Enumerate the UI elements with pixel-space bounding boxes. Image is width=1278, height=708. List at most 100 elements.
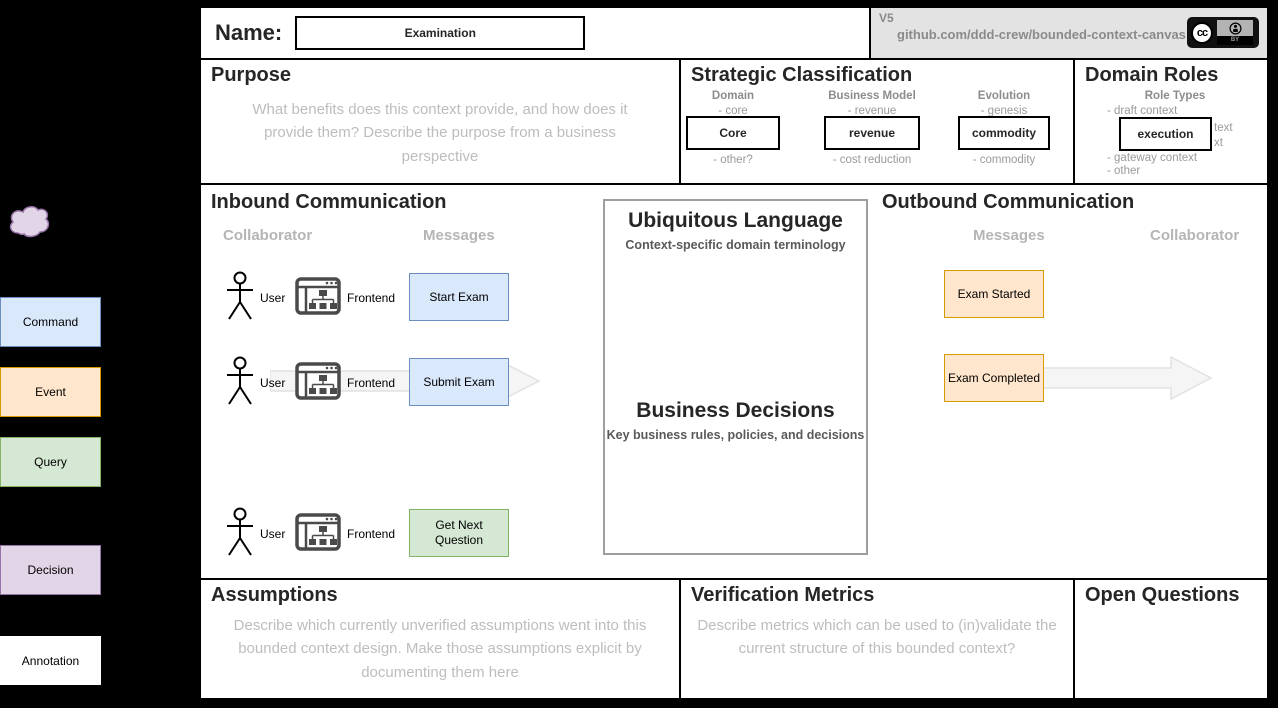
role-option-gateway-context: - gateway context	[1107, 152, 1198, 164]
repo-url-text: github.com/ddd-crew/bounded-context-canv…	[897, 27, 1186, 42]
context-name-field[interactable]: Examination	[295, 16, 586, 50]
domain-value-box[interactable]: Core	[686, 116, 780, 150]
bottom-row: Assumptions Describe which currently unv…	[201, 578, 1267, 698]
purpose-section: Purpose What benefits does this context …	[201, 60, 679, 183]
role-types-label: Role Types	[1144, 90, 1206, 102]
cc-by-block: BY	[1217, 20, 1253, 45]
legend-event-label: Event	[35, 385, 66, 399]
business-model-column-label: Business Model	[828, 90, 916, 102]
legend-command-swatch[interactable]: Command	[0, 297, 101, 347]
open-questions-section: Open Questions	[1073, 580, 1267, 698]
purpose-placeholder: What benefits does this context provide,…	[252, 101, 628, 165]
legend-decision-swatch[interactable]: Decision	[0, 545, 101, 595]
outbound-title: Outbound Communication	[882, 191, 1135, 213]
person-icon[interactable]	[225, 356, 255, 408]
legend-event-swatch[interactable]: Event	[0, 367, 101, 417]
canvas-header-row: Name: Examination V5 github.com/ddd-crew…	[201, 8, 1267, 58]
name-cell: Name: Examination	[201, 8, 869, 58]
communication-row: Inbound Communication Collaborator Messa…	[201, 183, 1267, 578]
role-option-fragment-2: xt	[1214, 137, 1223, 149]
evolution-column-label: Evolution	[977, 90, 1031, 102]
ubiquitous-language-subtitle: Context-specific domain terminology	[625, 238, 846, 252]
cc-by-label: BY	[1217, 36, 1253, 45]
cloud-shape[interactable]	[7, 205, 51, 241]
message-card-exam-completed[interactable]: Exam Completed	[944, 354, 1044, 402]
bounded-context-canvas: Name: Examination V5 github.com/ddd-crew…	[198, 5, 1270, 701]
legend-query-label: Query	[34, 455, 67, 469]
person-icon[interactable]	[225, 507, 255, 559]
assumptions-section: Assumptions Describe which currently unv…	[201, 580, 679, 698]
inbound-row: User Frontend Submit Exam	[201, 356, 531, 408]
inbound-row: User Frontend Start Exam	[201, 271, 531, 323]
message-label: Get Next Question	[434, 518, 484, 547]
system-label: Frontend	[347, 376, 396, 390]
inbound-messages-label: Messages	[423, 227, 495, 244]
message-label: Exam Started	[957, 286, 1031, 301]
verification-metrics-placeholder: Describe metrics which can be used to (i…	[697, 617, 1057, 658]
legend-query-swatch[interactable]: Query	[0, 437, 101, 487]
actor-label: User	[260, 376, 286, 390]
meta-cell: V5 github.com/ddd-crew/bounded-context-c…	[869, 8, 1267, 58]
assumptions-placeholder: Describe which currently unverified assu…	[233, 617, 647, 681]
outbound-flow-arrow[interactable]	[1043, 356, 1213, 400]
actor-label: User	[260, 291, 286, 305]
domain-value: Core	[719, 126, 747, 140]
cc-license-badge: cc BY	[1187, 17, 1259, 48]
legend-decision-label: Decision	[27, 563, 74, 577]
verification-metrics-section: Verification Metrics Describe metrics wh…	[679, 580, 1073, 698]
system-label: Frontend	[347, 291, 396, 305]
classification-row: Purpose What benefits does this context …	[201, 58, 1267, 183]
role-option-fragment-1: text	[1214, 122, 1233, 134]
domain-role-value: execution	[1137, 127, 1194, 141]
browser-window-icon[interactable]	[295, 513, 341, 551]
evolution-value-box[interactable]: commodity	[958, 116, 1050, 150]
domain-role-value-box[interactable]: execution	[1119, 117, 1212, 151]
legend-command-label: Command	[22, 315, 79, 329]
inbound-row: User Frontend Get Next Question	[201, 507, 531, 559]
browser-window-icon[interactable]	[295, 362, 341, 400]
strategic-title: Strategic Classification	[691, 64, 913, 86]
message-card-get-next-question[interactable]: Get Next Question	[409, 509, 509, 557]
message-label: Submit Exam	[423, 374, 495, 389]
domain-roles-section: Domain Roles Role Types - draft context …	[1073, 60, 1267, 183]
strategic-classification-section: Strategic Classification Domain - core C…	[679, 60, 1073, 183]
message-card-start-exam[interactable]: Start Exam	[409, 273, 509, 321]
business-model-option-revenue: - revenue	[847, 105, 897, 117]
evolution-option-commodity: - commodity	[972, 154, 1036, 166]
legend-annotation-swatch[interactable]: Annotation	[0, 636, 101, 685]
role-option-draft-context: - draft context	[1107, 105, 1178, 117]
cc-icon: cc	[1191, 21, 1213, 44]
message-label: Start Exam	[429, 289, 489, 304]
domain-option-core: - core	[718, 105, 748, 117]
actor-label: User	[260, 527, 286, 541]
message-card-exam-started[interactable]: Exam Started	[944, 270, 1044, 318]
evolution-option-genesis: - genesis	[980, 105, 1028, 117]
ubiquitous-language-panel: Ubiquitous Language Context-specific dom…	[603, 199, 868, 555]
person-icon[interactable]	[225, 271, 255, 323]
verification-metrics-title: Verification Metrics	[691, 584, 875, 606]
system-label: Frontend	[347, 527, 396, 541]
context-name-value: Examination	[404, 26, 476, 40]
canvas-version: V5	[879, 11, 894, 25]
purpose-title: Purpose	[211, 64, 292, 86]
open-questions-title: Open Questions	[1085, 584, 1240, 606]
cc-icon-text: cc	[1196, 26, 1208, 39]
evolution-value: commodity	[971, 126, 1036, 140]
business-decisions-title: Business Decisions	[636, 399, 835, 422]
ubiquitous-language-title: Ubiquitous Language	[628, 209, 843, 232]
attribution-person-icon	[1217, 20, 1253, 36]
outbound-collaborator-label: Collaborator	[1150, 227, 1240, 244]
inbound-title: Inbound Communication	[211, 191, 447, 213]
business-model-value-box[interactable]: revenue	[824, 116, 920, 150]
business-decisions-subtitle: Key business rules, policies, and decisi…	[606, 428, 865, 442]
inbound-collaborator-label: Collaborator	[223, 227, 313, 244]
message-card-submit-exam[interactable]: Submit Exam	[409, 358, 509, 406]
domain-roles-title: Domain Roles	[1085, 64, 1219, 86]
domain-option-other: - other?	[713, 154, 753, 166]
message-label: Exam Completed	[947, 370, 1041, 385]
business-model-option-cost-reduction: - cost reduction	[832, 154, 912, 166]
domain-column-label: Domain	[711, 90, 755, 102]
business-model-value: revenue	[848, 126, 896, 140]
name-label: Name:	[215, 20, 283, 45]
browser-window-icon[interactable]	[295, 277, 341, 315]
